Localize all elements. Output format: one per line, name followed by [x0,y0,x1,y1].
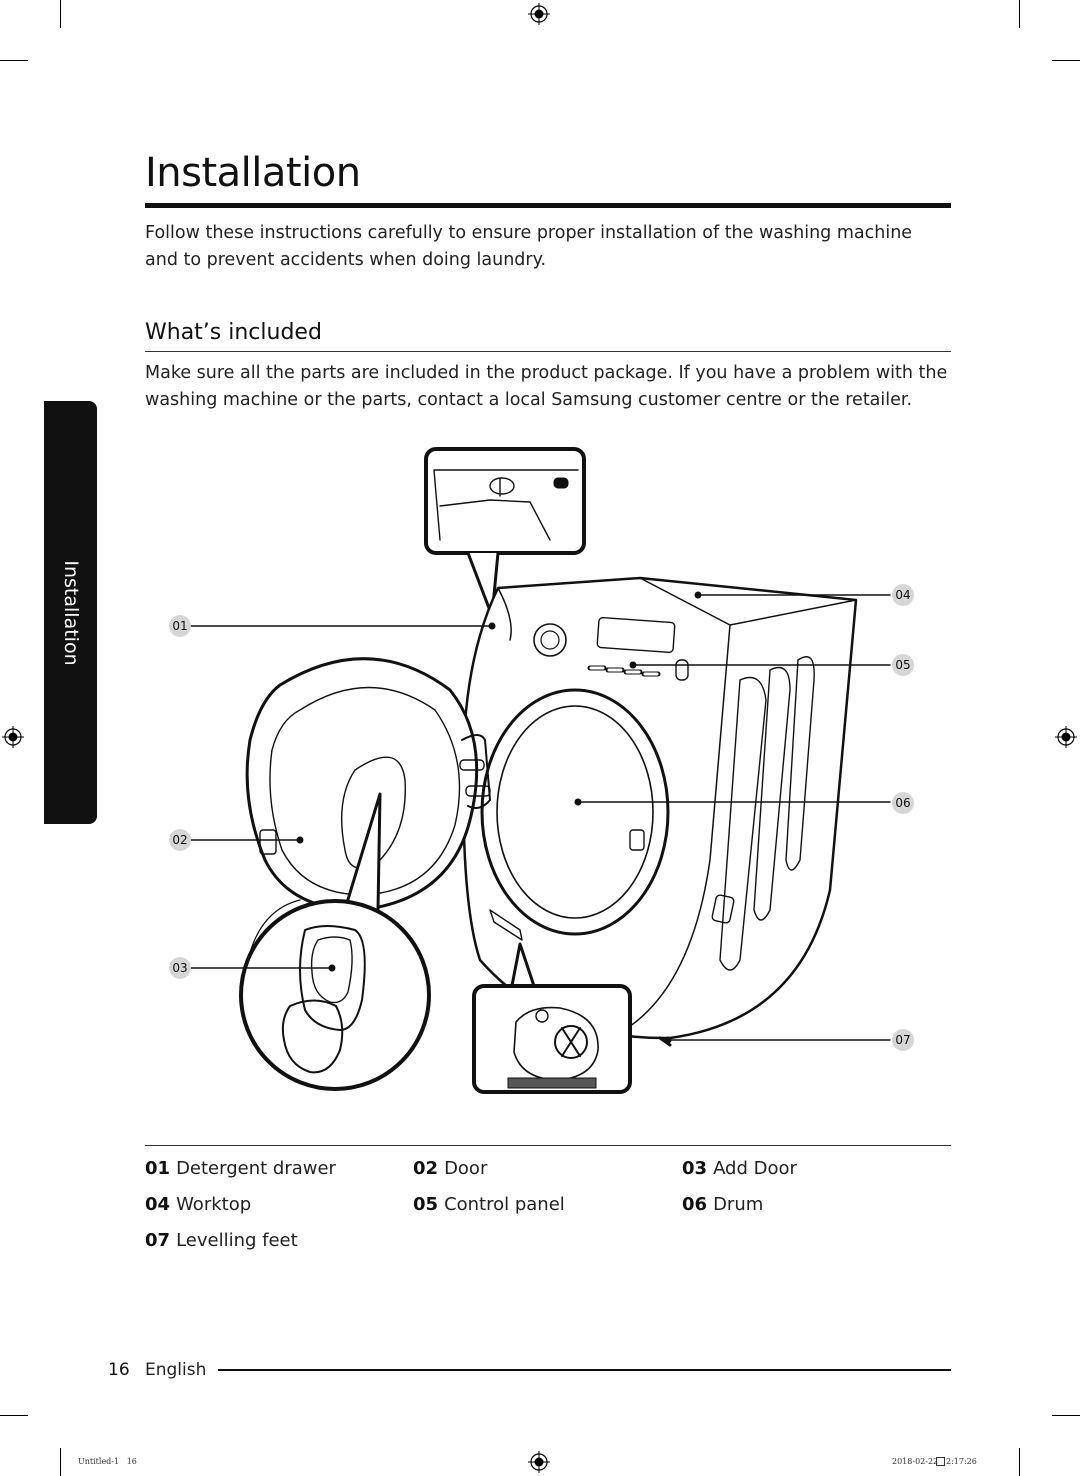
detergent-drawer-inset [424,447,586,618]
section-title: What’s included [145,320,322,345]
registration-mark-icon [1055,726,1077,748]
crop-mark [1019,1448,1020,1476]
door [245,657,491,912]
side-tab: Installation [44,401,97,824]
callout-06: 06 [892,792,914,814]
page-title: Installation [145,150,361,196]
crop-mark [0,60,28,61]
page-number: 16 [108,1360,130,1380]
registration-mark-icon [2,726,24,748]
crop-mark [60,1448,61,1476]
crop-mark [1019,0,1020,28]
callout-07: 07 [892,1029,914,1051]
crop-mark [1052,1415,1080,1416]
crop-mark [60,0,61,28]
callout-05: 05 [892,654,914,676]
callout-03: 03 [169,957,191,979]
section-rule [145,351,951,352]
callout-04: 04 [892,584,914,606]
legend-rule [145,1145,951,1146]
print-time: 2:17:26 [946,1457,977,1466]
section-text: Make sure all the parts are included in … [145,363,948,410]
levelling-feet-inset [472,942,632,1094]
footer-language: English [145,1360,207,1380]
side-tab-label: Installation [59,559,82,666]
crop-mark [1052,60,1080,61]
intro-text: Follow these instructions carefully to e… [145,223,913,270]
title-rule [145,203,951,208]
footer-rule [218,1369,951,1371]
print-time-box [936,1457,945,1466]
callout-02: 02 [169,829,191,851]
callout-01: 01 [169,615,191,637]
registration-mark-icon [528,1451,550,1473]
add-door-inset [239,792,431,1091]
crop-mark [0,1415,28,1416]
print-date: 2018-02-22 [892,1457,939,1466]
registration-mark-icon [528,3,550,25]
print-file-info: Untitled-1 16 [78,1457,137,1466]
machine-body [462,576,858,1047]
washing-machine-diagram [189,447,891,1094]
